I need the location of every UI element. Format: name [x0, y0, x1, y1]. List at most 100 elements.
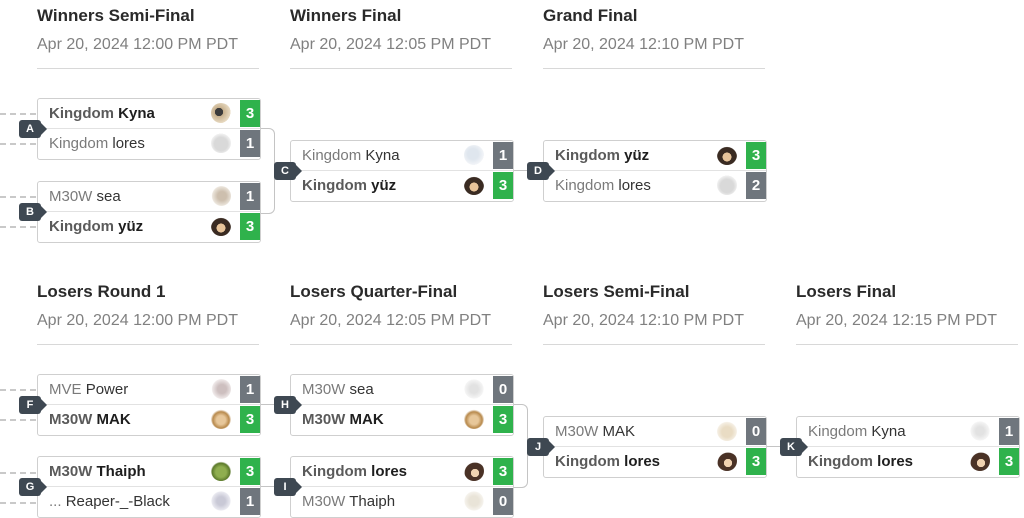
participant-name: M30W Thaiph — [49, 463, 146, 480]
participant-name: MVE Power — [49, 381, 128, 398]
match-label-badge: F — [19, 396, 47, 414]
match-d[interactable]: Kingdom yüz 3 Kingdom lores 2 — [543, 140, 767, 202]
score: 1 — [240, 488, 260, 515]
match-participant[interactable]: Kingdom lores 1 — [38, 129, 260, 158]
round-title: Losers Semi-Final — [543, 282, 690, 301]
team-tag: Kingdom — [49, 218, 114, 235]
match-participant[interactable]: MVE Power 1 — [38, 375, 260, 405]
match-participant[interactable]: Kingdom lores 3 — [797, 447, 1019, 476]
match-participant[interactable]: M30W sea 1 — [38, 182, 260, 212]
player-name: Kyna — [118, 105, 155, 122]
score: 0 — [493, 488, 513, 515]
team-tag: Kingdom — [555, 177, 615, 194]
player-avatar-icon — [970, 421, 990, 441]
match-participant[interactable]: M30W MAK 3 — [291, 405, 513, 434]
team-tag: Kingdom — [49, 105, 114, 122]
score: 3 — [999, 448, 1019, 475]
participant-name: M30W MAK — [302, 411, 384, 428]
team-tag: M30W — [302, 411, 346, 428]
match-participant[interactable]: M30W sea 0 — [291, 375, 513, 405]
player-name: lores — [624, 453, 661, 470]
team-tag: Kingdom — [555, 147, 620, 164]
score: 3 — [493, 458, 513, 485]
match-participant[interactable]: Kingdom Kyna 3 — [38, 99, 260, 129]
player-name: lores — [371, 463, 408, 480]
round-date: Apr 20, 2024 12:00 PM PDT — [37, 312, 238, 329]
score: 3 — [746, 448, 766, 475]
match-participant[interactable]: M30W MAK 3 — [38, 405, 260, 434]
team-tag: M30W — [302, 493, 346, 510]
bracket-connector — [260, 128, 275, 214]
player-name: Thaiph — [349, 493, 396, 510]
match-g[interactable]: M30W Thaiph 3 ... Reaper-_-Black 1 — [37, 456, 261, 518]
match-b[interactable]: M30W sea 1 Kingdom yüz 3 — [37, 181, 261, 243]
player-avatar-icon — [717, 145, 737, 165]
score: 2 — [746, 172, 766, 199]
team-tag: Kingdom — [808, 453, 873, 470]
team-tag: Kingdom — [49, 135, 109, 152]
participant-name: M30W Thaiph — [302, 493, 395, 510]
player-name: yüz — [118, 218, 144, 235]
match-participant[interactable]: Kingdom lores 2 — [544, 171, 766, 200]
participant-name: Kingdom Kyna — [808, 423, 906, 440]
player-name: Reaper-_-Black — [65, 493, 170, 510]
match-participant[interactable]: Kingdom yüz 3 — [291, 171, 513, 200]
score: 3 — [240, 458, 260, 485]
round-date: Apr 20, 2024 12:15 PM PDT — [796, 312, 997, 329]
round-title: Winners Semi-Final — [37, 6, 195, 25]
player-name: Power — [85, 381, 129, 398]
match-participant[interactable]: ... Reaper-_-Black 1 — [38, 487, 260, 516]
round-date: Apr 20, 2024 12:00 PM PDT — [37, 36, 238, 53]
player-name: MAK — [602, 423, 636, 440]
player-name: Kyna — [871, 423, 906, 440]
match-participant[interactable]: Kingdom lores 3 — [544, 447, 766, 476]
match-a[interactable]: Kingdom Kyna 3 Kingdom lores 1 — [37, 98, 261, 160]
match-label-badge: B — [19, 203, 47, 221]
match-participant[interactable]: Kingdom yüz 3 — [38, 212, 260, 241]
player-avatar-icon — [464, 491, 484, 511]
bracket-lead-line — [0, 226, 36, 228]
score: 0 — [746, 418, 766, 445]
score: 1 — [240, 376, 260, 403]
match-participant[interactable]: Kingdom Kyna 1 — [797, 417, 1019, 447]
participant-name: Kingdom lores — [808, 453, 913, 470]
bracket-lead-line — [0, 419, 36, 421]
bracket-lead-line — [0, 502, 36, 504]
divider — [290, 68, 512, 69]
divider — [37, 344, 259, 345]
player-avatar-icon — [717, 175, 737, 195]
player-avatar-icon — [464, 175, 484, 195]
match-label-badge: H — [274, 396, 302, 414]
match-h[interactable]: M30W sea 0 M30W MAK 3 — [290, 374, 514, 436]
participant-name: M30W MAK — [555, 423, 635, 440]
match-participant[interactable]: M30W MAK 0 — [544, 417, 766, 447]
round-date: Apr 20, 2024 12:05 PM PDT — [290, 36, 491, 53]
player-avatar-icon — [211, 409, 231, 429]
team-tag: M30W — [302, 381, 346, 398]
match-label-badge: J — [527, 438, 555, 456]
match-i[interactable]: Kingdom lores 3 M30W Thaiph 0 — [290, 456, 514, 518]
match-participant[interactable]: M30W Thaiph 0 — [291, 487, 513, 516]
round-title: Losers Final — [796, 282, 897, 301]
player-avatar-icon — [464, 379, 484, 399]
match-c[interactable]: Kingdom Kyna 1 Kingdom yüz 3 — [290, 140, 514, 202]
score: 3 — [240, 213, 260, 240]
match-label-badge: K — [780, 438, 808, 456]
match-f[interactable]: MVE Power 1 M30W MAK 3 — [37, 374, 261, 436]
participant-name: Kingdom lores — [49, 135, 145, 152]
match-participant[interactable]: M30W Thaiph 3 — [38, 457, 260, 487]
score: 0 — [493, 376, 513, 403]
match-k[interactable]: Kingdom Kyna 1 Kingdom lores 3 — [796, 416, 1020, 478]
match-j[interactable]: M30W MAK 0 Kingdom lores 3 — [543, 416, 767, 478]
divider — [37, 68, 259, 69]
match-participant[interactable]: Kingdom lores 3 — [291, 457, 513, 487]
player-name: lores — [112, 135, 145, 152]
match-participant[interactable]: Kingdom yüz 3 — [544, 141, 766, 171]
team-tag: Kingdom — [302, 463, 367, 480]
player-name: lores — [618, 177, 651, 194]
player-name: yüz — [624, 147, 650, 164]
match-participant[interactable]: Kingdom Kyna 1 — [291, 141, 513, 171]
team-tag: M30W — [49, 188, 93, 205]
participant-name: Kingdom yüz — [555, 147, 649, 164]
score: 3 — [493, 406, 513, 433]
